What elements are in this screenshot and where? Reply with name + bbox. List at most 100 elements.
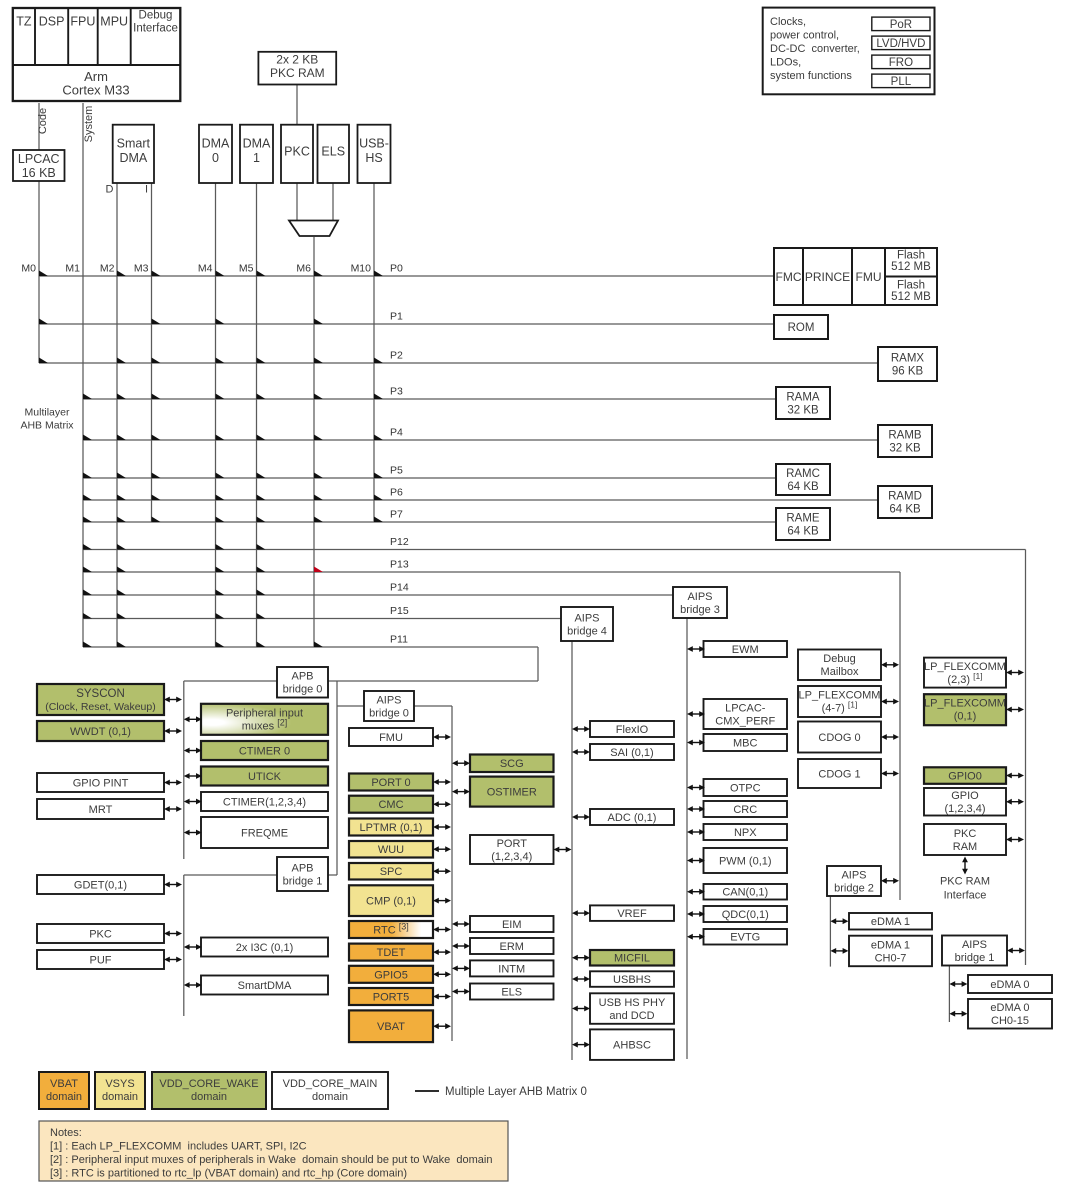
svg-text:AIPS: AIPS (962, 939, 987, 951)
svg-text:FREQME: FREQME (241, 827, 288, 839)
svg-text:DMA: DMA (202, 137, 230, 151)
svg-text:64 KB: 64 KB (889, 504, 921, 516)
svg-text:GDET(0,1): GDET(0,1) (74, 879, 127, 891)
svg-text:M6: M6 (296, 263, 311, 275)
svg-text:HS: HS (365, 151, 382, 165)
svg-text:M10: M10 (351, 263, 372, 275)
svg-text:CMP (0,1): CMP (0,1) (366, 896, 416, 908)
svg-text:M4: M4 (198, 263, 213, 275)
svg-text:USBHS: USBHS (613, 974, 651, 986)
svg-text:AIPS: AIPS (841, 869, 866, 881)
svg-text:P1: P1 (390, 311, 403, 323)
svg-text:LPCAC: LPCAC (18, 152, 60, 166)
svg-text:bridge 1: bridge 1 (283, 875, 323, 887)
svg-text:USB HS PHY: USB HS PHY (599, 997, 666, 1009)
svg-text:P6: P6 (390, 487, 403, 499)
svg-text:PKC RAM: PKC RAM (270, 66, 325, 80)
svg-text:VDD_CORE_WAKE: VDD_CORE_WAKE (159, 1078, 258, 1090)
svg-text:Flash: Flash (897, 250, 925, 262)
svg-text:Debug: Debug (823, 653, 855, 665)
svg-text:QDC(0,1): QDC(0,1) (722, 909, 769, 921)
svg-text:D: D (106, 184, 114, 196)
svg-text:RAMX: RAMX (891, 353, 925, 365)
svg-text:WWDT (0,1): WWDT (0,1) (70, 726, 131, 738)
svg-text:M5: M5 (239, 263, 254, 275)
svg-text:0: 0 (212, 151, 219, 165)
svg-text:domain: domain (312, 1091, 348, 1103)
svg-text:Clocks,: Clocks, (770, 16, 806, 28)
svg-text:muxes [2]: muxes [2] (242, 718, 287, 733)
svg-text:bridge 1: bridge 1 (955, 952, 995, 964)
svg-text:SmartDMA: SmartDMA (238, 980, 292, 992)
svg-text:RAMC: RAMC (786, 468, 820, 480)
svg-text:[1] : Each LP_FLEXCOMM includ: [1] : Each LP_FLEXCOMM includes UART, SP… (50, 1141, 307, 1153)
svg-text:PKC: PKC (284, 145, 310, 159)
svg-text:P14: P14 (390, 582, 409, 594)
svg-text:PORT 0: PORT 0 (371, 777, 410, 789)
svg-text:APB: APB (291, 671, 313, 683)
svg-text:SAI (0,1): SAI (0,1) (610, 747, 653, 759)
svg-text:WUU: WUU (378, 844, 404, 856)
svg-text:ELS: ELS (501, 986, 522, 998)
svg-text:M2: M2 (100, 263, 115, 275)
svg-text:PWM (0,1): PWM (0,1) (719, 855, 772, 867)
svg-text:UTICK: UTICK (248, 771, 282, 783)
svg-text:TZ: TZ (16, 15, 32, 29)
svg-text:(0,1): (0,1) (954, 711, 977, 723)
svg-text:USB-: USB- (359, 137, 389, 151)
svg-text:INTM: INTM (498, 963, 525, 975)
svg-text:(1,2,3,4): (1,2,3,4) (945, 803, 986, 815)
svg-text:NPX: NPX (734, 827, 757, 839)
svg-text:PLL: PLL (891, 76, 912, 88)
svg-text:CAN(0,1): CAN(0,1) (722, 887, 768, 899)
svg-text:PKC RAM: PKC RAM (940, 876, 990, 888)
svg-text:Mailbox: Mailbox (821, 666, 859, 678)
svg-text:512 MB: 512 MB (891, 291, 931, 303)
svg-text:SCG: SCG (500, 758, 524, 770)
svg-text:VBAT: VBAT (377, 1021, 405, 1033)
svg-text:Debug: Debug (139, 10, 173, 22)
svg-text:DMA: DMA (243, 137, 271, 151)
svg-text:MRT: MRT (89, 804, 113, 816)
svg-text:CTIMER(1,2,3,4): CTIMER(1,2,3,4) (223, 796, 306, 808)
svg-text:bridge 0: bridge 0 (283, 684, 323, 696)
svg-text:Peripheral input: Peripheral input (226, 708, 303, 720)
svg-text:AIPS: AIPS (376, 694, 401, 706)
svg-text:2x I3C (0,1): 2x I3C (0,1) (236, 942, 293, 954)
svg-text:P11: P11 (390, 634, 408, 646)
svg-text:bridge 4: bridge 4 (567, 625, 607, 637)
svg-text:OTPC: OTPC (730, 782, 761, 794)
svg-text:LP_FLEXCOMM: LP_FLEXCOMM (799, 690, 881, 702)
svg-text:LDOs,: LDOs, (770, 57, 801, 69)
svg-text:VBAT: VBAT (50, 1078, 78, 1090)
svg-text:PRINCE: PRINCE (805, 270, 850, 284)
svg-text:eDMA 1: eDMA 1 (871, 916, 910, 928)
svg-text:512 MB: 512 MB (891, 261, 931, 273)
svg-text:eDMA 1: eDMA 1 (871, 939, 910, 951)
svg-text:Flash: Flash (897, 280, 925, 292)
svg-text:RAMD: RAMD (888, 491, 922, 503)
svg-text:APB: APB (291, 862, 313, 874)
svg-text:EIM: EIM (502, 919, 522, 931)
svg-text:64 KB: 64 KB (787, 481, 819, 493)
svg-text:CH0-15: CH0-15 (991, 1015, 1029, 1027)
svg-text:PoR: PoR (890, 19, 912, 31)
svg-text:Smart: Smart (117, 137, 151, 151)
svg-text:CDOG 1: CDOG 1 (818, 768, 860, 780)
svg-text:Interface: Interface (944, 890, 987, 902)
svg-text:CH0-7: CH0-7 (875, 952, 907, 964)
svg-text:EVTG: EVTG (730, 932, 760, 944)
svg-text:GPIO5: GPIO5 (374, 969, 408, 981)
svg-text:96 KB: 96 KB (892, 366, 924, 378)
svg-text:64 KB: 64 KB (787, 526, 819, 538)
svg-text:and DCD: and DCD (609, 1010, 654, 1022)
svg-text:P7: P7 (390, 509, 403, 521)
svg-text:CMC: CMC (378, 799, 403, 811)
svg-text:(1,2,3,4): (1,2,3,4) (491, 851, 532, 863)
svg-text:32 KB: 32 KB (787, 405, 819, 417)
svg-text:1: 1 (253, 151, 260, 165)
svg-text:AHBSC: AHBSC (613, 1040, 651, 1052)
svg-text:ADC (0,1): ADC (0,1) (608, 812, 657, 824)
svg-text:PORT5: PORT5 (373, 991, 409, 1003)
svg-text:VSYS: VSYS (105, 1078, 134, 1090)
